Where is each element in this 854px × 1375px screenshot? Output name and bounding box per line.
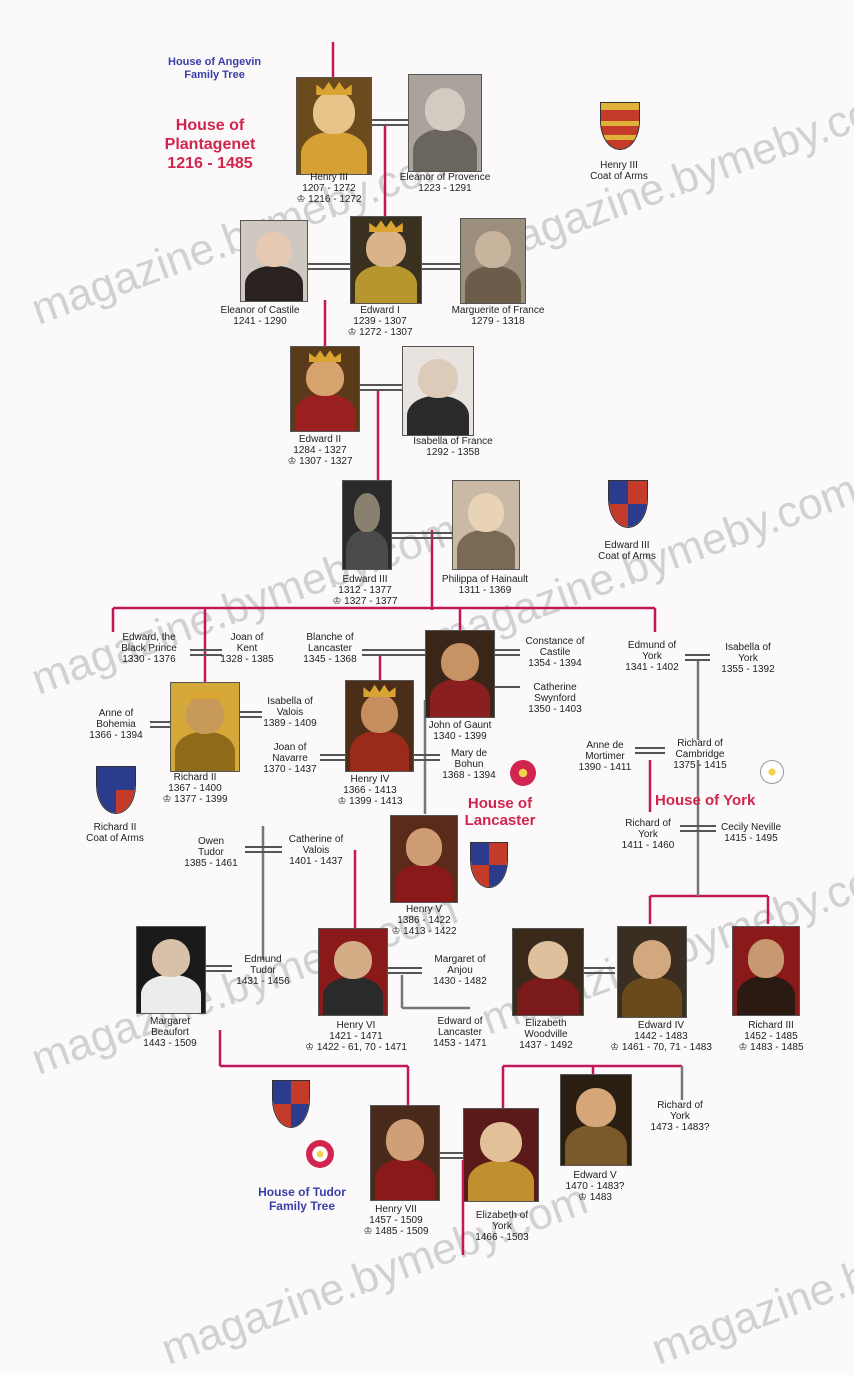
marguerite-portrait[interactable] <box>460 218 526 304</box>
henry4-portrait[interactable] <box>345 680 414 772</box>
henry3-coat-of-arms-icon <box>600 102 640 150</box>
richard2-portrait[interactable] <box>170 682 240 772</box>
york-heading: House of York <box>655 792 756 809</box>
henry5-portrait[interactable] <box>390 815 458 903</box>
elizabeth-york-portrait[interactable] <box>463 1108 539 1202</box>
connector-lines <box>111 42 770 1255</box>
family-tree-diagram: magazine.bymeby.com magazine.bymeby.com … <box>25 42 854 1374</box>
henry3-portrait[interactable] <box>296 77 372 175</box>
edward3-portrait[interactable] <box>342 480 392 570</box>
richard2-coat-of-arms-icon <box>96 766 136 814</box>
tudor-coat-of-arms-icon <box>272 1080 310 1128</box>
edward4-portrait[interactable] <box>617 926 687 1018</box>
red-rose-icon <box>510 760 536 786</box>
tudor-rose-icon <box>306 1140 334 1168</box>
lancaster-heading: House of Lancaster <box>464 795 536 829</box>
edward3-coat-of-arms-icon <box>608 480 648 528</box>
edward2-portrait[interactable] <box>290 346 360 432</box>
eleanor-castile-portrait[interactable] <box>240 220 308 302</box>
edward5-portrait[interactable] <box>560 1074 632 1166</box>
tudor-heading[interactable]: House of Tudor Family Tree <box>258 1185 346 1213</box>
richard3-portrait[interactable] <box>732 926 800 1016</box>
margaret-beaufort-portrait[interactable] <box>136 926 206 1014</box>
plantagenet-heading: House of Plantagenet 1216 - 1485 <box>164 117 256 172</box>
marriage-lines <box>150 119 716 1159</box>
angevin-tree-heading[interactable]: House of Angevin Family Tree <box>168 56 262 81</box>
isabella-france-portrait[interactable] <box>402 346 474 436</box>
henry6-portrait[interactable] <box>318 928 388 1016</box>
eleanor-provence-portrait[interactable] <box>408 74 482 172</box>
elizabeth-woodville-portrait[interactable] <box>512 928 584 1016</box>
henry7-portrait[interactable] <box>370 1105 440 1201</box>
white-rose-icon <box>760 760 784 784</box>
lineage-lines-red <box>111 42 770 1255</box>
john-gaunt-portrait[interactable] <box>425 630 495 718</box>
lineage-lines-grey <box>261 660 700 1100</box>
lancaster-coat-of-arms-icon <box>470 842 508 888</box>
philippa-portrait[interactable] <box>452 480 520 570</box>
edward1-portrait[interactable] <box>350 216 422 304</box>
